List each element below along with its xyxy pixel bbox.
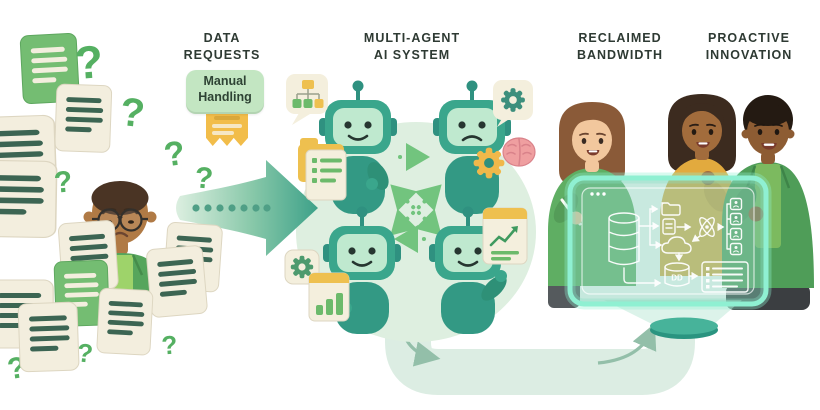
speech-bubble-flowchart-icon xyxy=(286,74,328,125)
window-control-dots xyxy=(590,192,606,196)
receipt-icon xyxy=(206,109,248,146)
document-card xyxy=(54,83,113,154)
question-marks: ? ? ? ? ? ? ? ? xyxy=(5,35,214,386)
question-mark-icon: ? xyxy=(73,35,105,89)
question-mark-icon: ? xyxy=(53,165,74,199)
user-node-icons xyxy=(726,197,743,256)
stage-label-data-requests: DATA REQUESTS xyxy=(183,31,261,62)
data-table-icon xyxy=(701,261,749,293)
document-icon xyxy=(662,218,676,235)
question-mark-icon: ? xyxy=(75,337,94,368)
question-mark-icon: ? xyxy=(118,90,147,136)
document-card xyxy=(96,287,154,356)
document-card xyxy=(17,301,80,373)
flow-arrow xyxy=(176,160,318,256)
stage-label-proactive-innovation: PROACTIVE INNOVATION xyxy=(705,31,793,62)
brain-icon xyxy=(502,137,536,167)
question-mark-icon: ? xyxy=(162,134,188,175)
document-pile-front xyxy=(0,219,224,373)
worker-hair xyxy=(91,181,149,215)
agent-communication-arrows xyxy=(390,143,442,253)
database-dd-icon xyxy=(664,262,690,287)
flow-arrow-dots xyxy=(192,204,271,212)
manual-handling-badge: Manual Handling xyxy=(186,70,264,114)
document-card xyxy=(0,159,58,239)
holographic-screen: DD xyxy=(564,172,772,310)
stage-label-reclaimed-bandwidth: RECLAIMED BANDWIDTH xyxy=(576,31,664,62)
cloud-icon xyxy=(661,236,692,254)
robot-agent-top-left xyxy=(319,80,397,214)
bar-chart-icon xyxy=(308,272,350,322)
database-icon xyxy=(608,212,640,266)
screen-db-label: DD xyxy=(671,274,683,283)
folder-checklist-icon xyxy=(298,138,347,201)
screen-base-disc xyxy=(650,317,718,339)
folder-icon xyxy=(661,202,681,216)
line-chart-icon xyxy=(482,207,528,265)
document-card xyxy=(145,244,209,319)
robot-agent-bottom-right xyxy=(429,206,507,334)
question-mark-icon: ? xyxy=(193,161,214,195)
manual-handling-label: Manual Handling xyxy=(198,74,252,104)
speech-bubble-gear-icon xyxy=(493,80,533,127)
stage-label-ai-system: MULTI-AGENT AI SYSTEM xyxy=(363,31,461,62)
question-mark-icon: ? xyxy=(160,330,178,361)
gear-icon xyxy=(473,147,505,179)
